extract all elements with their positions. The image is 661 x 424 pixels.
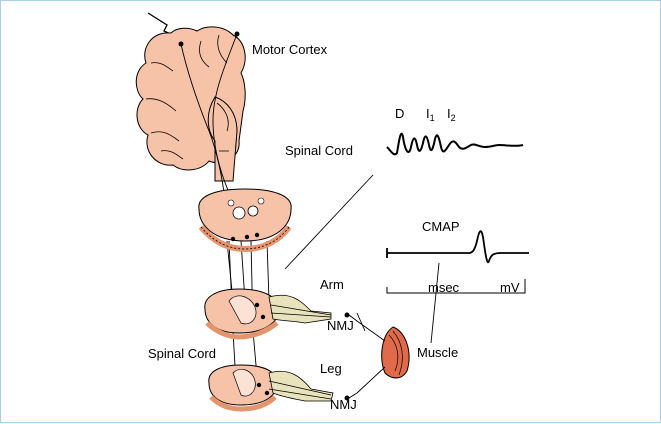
spinal-cord-cross-section-arm <box>204 288 332 340</box>
leg-label: Leg <box>320 361 342 376</box>
spinal-cord-cross-section-upper <box>198 188 292 253</box>
cmap-trace <box>386 230 529 264</box>
spinal-cord-cross-section-leg <box>208 364 334 412</box>
motor-cortex-label: Motor Cortex <box>252 42 328 57</box>
msec-label: msec <box>428 280 460 295</box>
spinal-cord-lower-label: Spinal Cord <box>148 346 216 361</box>
cmap-label: CMAP <box>422 219 460 234</box>
mv-label: mV <box>500 280 520 295</box>
brain-illustration <box>135 26 246 182</box>
d-i-wave-trace <box>386 132 524 156</box>
d-wave-label: D <box>395 106 405 121</box>
i1-wave-label: I1 <box>426 106 435 123</box>
arm-label: Arm <box>320 277 344 292</box>
nmj-arm-label: NMJ <box>327 318 354 333</box>
scale-bar <box>386 279 526 294</box>
muscle-illustration <box>381 326 410 379</box>
muscle-label: Muscle <box>417 345 459 360</box>
nmj-leg-label: NMJ <box>330 397 357 412</box>
i2-wave-label: I2 <box>447 106 456 123</box>
spinal-cord-upper-label: Spinal Cord <box>285 143 353 158</box>
